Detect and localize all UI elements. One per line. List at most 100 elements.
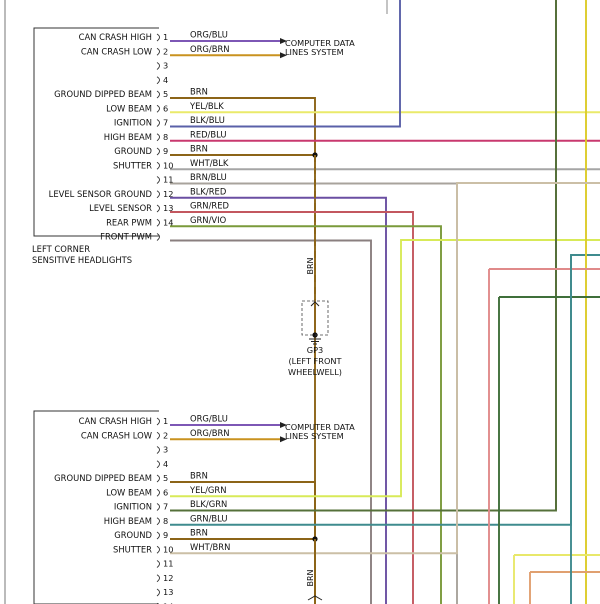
wire-code: BRN/BLU xyxy=(190,172,227,182)
pin-bracket xyxy=(156,545,160,554)
wire-code: GRN/RED xyxy=(190,201,229,211)
pin-bracket xyxy=(156,62,160,70)
wires-layer xyxy=(170,0,600,604)
pin-bracket xyxy=(156,33,160,42)
pin-number: 5 xyxy=(163,473,168,483)
wire-code: WHT/BLK xyxy=(190,158,229,168)
wire-code: GRN/BLU xyxy=(190,513,228,523)
pin-number: 9 xyxy=(163,146,168,156)
wire-yel-grn xyxy=(170,239,600,498)
pin-bracket xyxy=(156,76,160,85)
wire-code: BRN xyxy=(190,471,208,481)
pin-number: 1 xyxy=(163,32,168,42)
wire-code: RED/BLU xyxy=(190,129,227,139)
pin-label: IGNITION xyxy=(114,502,152,512)
pin-label: LOW BEAM xyxy=(106,487,152,497)
wire-wht-brn xyxy=(170,182,600,555)
pin-label: LEVEL SENSOR xyxy=(89,203,152,213)
wire-code: ORG/BLU xyxy=(190,30,228,40)
pin-bracket xyxy=(156,104,160,113)
pin-bracket xyxy=(156,161,160,170)
pin-bracket xyxy=(156,503,160,511)
pin-bracket xyxy=(156,446,160,454)
wire-grn-red xyxy=(170,211,414,604)
connector-name-line1: LEFT CORNER xyxy=(32,244,90,254)
pin-number: 4 xyxy=(163,75,168,85)
ground-arrow xyxy=(310,301,320,307)
ground-stud-box xyxy=(301,300,329,336)
pin-number: 3 xyxy=(163,445,168,455)
ground-id: GP3 xyxy=(307,345,324,355)
pin-number: 5 xyxy=(163,89,168,99)
pin-label: GROUND xyxy=(114,530,152,540)
wire-code: ORG/BRN xyxy=(190,428,230,438)
ground-arrow-partial xyxy=(307,595,323,601)
pin-bracket xyxy=(156,133,160,142)
pin-label: SHUTTER xyxy=(113,544,152,554)
pin-number: 8 xyxy=(163,132,168,142)
pin-number: 13 xyxy=(163,587,173,597)
pin-label: GROUND xyxy=(114,146,152,156)
pin-label: REAR PWM xyxy=(106,217,152,227)
pin-label: CAN CRASH LOW xyxy=(81,430,152,440)
ground-wire-code: BRN xyxy=(306,257,315,274)
wire-code: BLK/BLU xyxy=(190,115,225,125)
pin-number: 10 xyxy=(163,160,173,170)
wire-blk-blu xyxy=(170,0,401,128)
pin-bracket xyxy=(156,204,160,213)
wire-code: WHT/BRN xyxy=(190,542,230,552)
pin-label: HIGH BEAM xyxy=(104,132,152,142)
pin-label: LOW BEAM xyxy=(106,103,152,113)
pin-number: 6 xyxy=(163,487,168,497)
pin-bracket xyxy=(156,517,160,526)
connector-c1 xyxy=(33,27,160,241)
pin-bracket xyxy=(156,218,160,227)
wire-code: GRN/VIO xyxy=(190,215,227,225)
pin-bracket xyxy=(156,474,160,483)
pin-bracket xyxy=(156,531,160,540)
wire-unlabeled xyxy=(170,239,372,604)
pin-number: 14 xyxy=(163,601,173,604)
pin-label: GROUND DIPPED BEAM xyxy=(54,89,152,99)
pin-label: SHUTTER xyxy=(113,160,152,170)
pin-number: 7 xyxy=(163,502,168,512)
pin-bracket xyxy=(156,560,160,568)
pin-number: 7 xyxy=(163,118,168,128)
pin-number: 11 xyxy=(163,559,173,569)
pin-label: IGNITION xyxy=(114,118,152,128)
wire-code: YEL/GRN xyxy=(189,485,226,495)
pin-label: HIGH BEAM xyxy=(104,516,152,526)
connector-body xyxy=(33,410,159,604)
pin-bracket xyxy=(156,488,160,497)
wire-code: ORG/BRN xyxy=(190,44,230,54)
pin-number: 12 xyxy=(163,189,173,199)
pin-label: CAN CRASH HIGH xyxy=(79,416,152,426)
pin-number: 4 xyxy=(163,459,168,469)
wire-code: BRN xyxy=(190,144,208,154)
pin-bracket xyxy=(156,147,160,156)
pin-number: 2 xyxy=(163,430,168,440)
wire-grn-vio xyxy=(170,225,442,604)
ground-location-line1: (LEFT FRONT xyxy=(288,356,342,366)
connector-c2 xyxy=(33,410,160,604)
wire-grn-blu xyxy=(170,254,600,526)
arrow-head xyxy=(280,52,287,59)
pin-number: 3 xyxy=(163,61,168,71)
wire-blk-red xyxy=(170,196,387,604)
pin-label: LEVEL SENSOR GROUND xyxy=(49,189,152,199)
pin-number: 6 xyxy=(163,103,168,113)
wire-code: YEL/BLK xyxy=(189,101,224,111)
wire-code: BRN xyxy=(190,87,208,97)
pin-label: CAN CRASH LOW xyxy=(81,46,152,56)
pin-label: CAN CRASH HIGH xyxy=(79,32,152,42)
wire-code: BLK/RED xyxy=(190,186,226,196)
ground-wire-code: BRN xyxy=(306,569,315,586)
wire-brn xyxy=(170,97,316,604)
pin-number: 10 xyxy=(163,544,173,554)
lines-system-label: LINES SYSTEM xyxy=(285,47,344,57)
pin-bracket xyxy=(156,574,160,583)
pin-label: FRONT PWM xyxy=(100,232,152,242)
wire-code: BLK/GRN xyxy=(190,499,227,509)
